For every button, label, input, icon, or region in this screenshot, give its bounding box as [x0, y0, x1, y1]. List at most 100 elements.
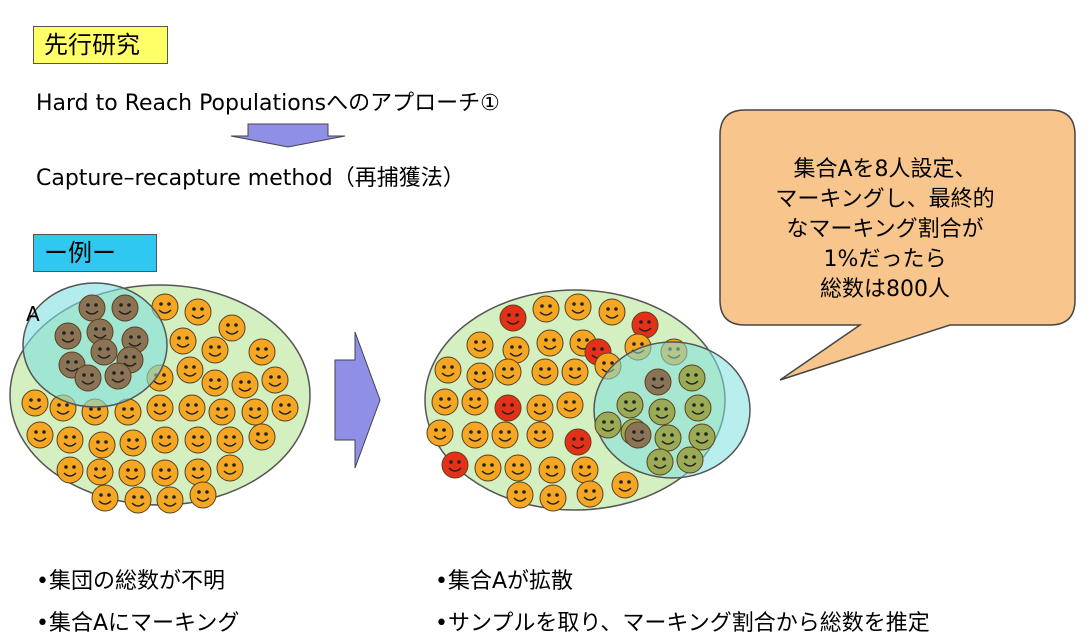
smiley-face-icon [556, 391, 584, 419]
smiley-face-icon [169, 327, 197, 355]
smiley-face-icon [241, 398, 269, 426]
smiley-face-icon [494, 394, 522, 422]
smiley-face-icon [526, 394, 554, 422]
smiley-face-icon [201, 336, 229, 364]
smiley-face-icon [426, 419, 454, 447]
smiley-face-icon [86, 458, 114, 486]
smiley-face-icon [74, 364, 102, 392]
smiley-face-icon [216, 426, 244, 454]
faces-right-set [594, 364, 716, 476]
smiley-face-icon [561, 358, 589, 386]
smiley-face-icon [248, 338, 276, 366]
right-arrow-icon [334, 331, 381, 469]
smiley-face-icon [208, 398, 236, 426]
smiley-face-icon [441, 451, 469, 479]
smiley-face-icon [678, 364, 706, 392]
smiley-face-icon [631, 311, 659, 339]
smiley-face-icon [646, 448, 674, 476]
callout-line: 総数は800人 [820, 277, 950, 302]
smiley-face-icon [539, 484, 567, 512]
heading-line: Hard to Reach Populationsへのアプローチ① [36, 91, 500, 116]
smiley-face-icon [648, 398, 676, 426]
smiley-face-icon [611, 471, 639, 499]
smiley-face-icon [538, 456, 566, 484]
down-arrow-icon [230, 123, 346, 148]
smiley-face-icon [461, 388, 489, 416]
callout-bubble [719, 109, 1076, 381]
smiley-face-icon [594, 411, 622, 439]
smiley-face-icon [184, 298, 212, 326]
smiley-face-icon [502, 336, 530, 364]
smiley-face-icon [654, 424, 682, 452]
smiley-face-icon [532, 295, 560, 323]
set-a-label: A [26, 302, 40, 326]
callout-text: 集合Aを8人設定、 マーキングし、最終的 なマーキング割合が 1%だったら 総数… [735, 155, 1035, 305]
smiley-face-icon [216, 454, 244, 482]
callout-line: 集合Aを8人設定、 [793, 157, 977, 182]
callout-line: マーキングし、最終的 [775, 187, 995, 212]
smiley-face-icon [598, 298, 626, 326]
smiley-face-icon [688, 423, 716, 451]
smiley-face-icon [536, 329, 564, 357]
smiley-face-icon [119, 429, 147, 457]
callout-line: なマーキング割合が [786, 217, 984, 242]
smiley-face-icon [571, 456, 599, 484]
smiley-face-icon [499, 304, 527, 332]
smiley-face-icon [218, 314, 246, 342]
smiley-face-icon [88, 431, 116, 459]
smiley-face-icon [151, 426, 179, 454]
smiley-face-icon [104, 362, 132, 390]
smiley-face-icon [491, 421, 519, 449]
smiley-face-icon [54, 322, 82, 350]
smiley-face-icon [564, 428, 592, 456]
bullet-right-1: •集合Aが拡散 [435, 569, 574, 594]
method-line: Capture–recapture method（再捕獲法） [36, 166, 465, 191]
smiley-face-icon [676, 446, 704, 474]
smiley-face-icon [151, 459, 179, 487]
bullet-right-2: •サンプルを取り、マーキング割合から総数を推定 [435, 611, 930, 636]
smiley-face-icon [504, 454, 532, 482]
section-tag-research: 先行研究 [33, 26, 168, 64]
smiley-face-icon [78, 294, 106, 322]
smiley-face-icon [248, 423, 276, 451]
smiley-face-icon [564, 293, 592, 321]
smiley-face-icon [531, 358, 559, 386]
smiley-face-icon [231, 371, 259, 399]
smiley-face-icon [21, 389, 49, 417]
smiley-face-icon [506, 481, 534, 509]
smiley-face-icon [111, 294, 139, 322]
smiley-face-icon [176, 356, 204, 384]
smiley-face-icon [616, 391, 644, 419]
smiley-face-icon [184, 458, 212, 486]
smiley-face-icon [26, 421, 54, 449]
smiley-face-icon [90, 338, 118, 366]
smiley-face-icon [684, 394, 712, 422]
smiley-face-icon [474, 454, 502, 482]
smiley-face-icon [56, 426, 84, 454]
smiley-face-icon [644, 368, 672, 396]
callout-line: 1%だったら [823, 247, 947, 272]
section-tag-example: ー例ー [33, 234, 157, 272]
smiley-face-icon [118, 459, 146, 487]
smiley-face-icon [434, 356, 462, 384]
faces-set-a [54, 294, 149, 392]
bullet-left-1: •集団の総数が不明 [36, 569, 225, 594]
smiley-face-icon [271, 394, 299, 422]
smiley-face-icon [189, 481, 217, 509]
faces-left [21, 293, 299, 514]
smiley-face-icon [494, 358, 522, 386]
smiley-face-icon [261, 366, 289, 394]
smiley-face-icon [526, 421, 554, 449]
smiley-face-icon [466, 362, 494, 390]
smiley-face-icon [56, 456, 84, 484]
smiley-face-icon [156, 486, 184, 514]
smiley-face-icon [576, 480, 604, 508]
bullet-left-2: •集合Aにマーキング [36, 611, 240, 636]
smiley-face-icon [431, 388, 459, 416]
smiley-face-icon [201, 369, 229, 397]
smiley-face-icon [124, 486, 152, 514]
smiley-face-icon [466, 331, 494, 359]
smiley-face-icon [91, 484, 119, 512]
smiley-face-icon [624, 421, 652, 449]
smiley-face-icon [184, 426, 212, 454]
